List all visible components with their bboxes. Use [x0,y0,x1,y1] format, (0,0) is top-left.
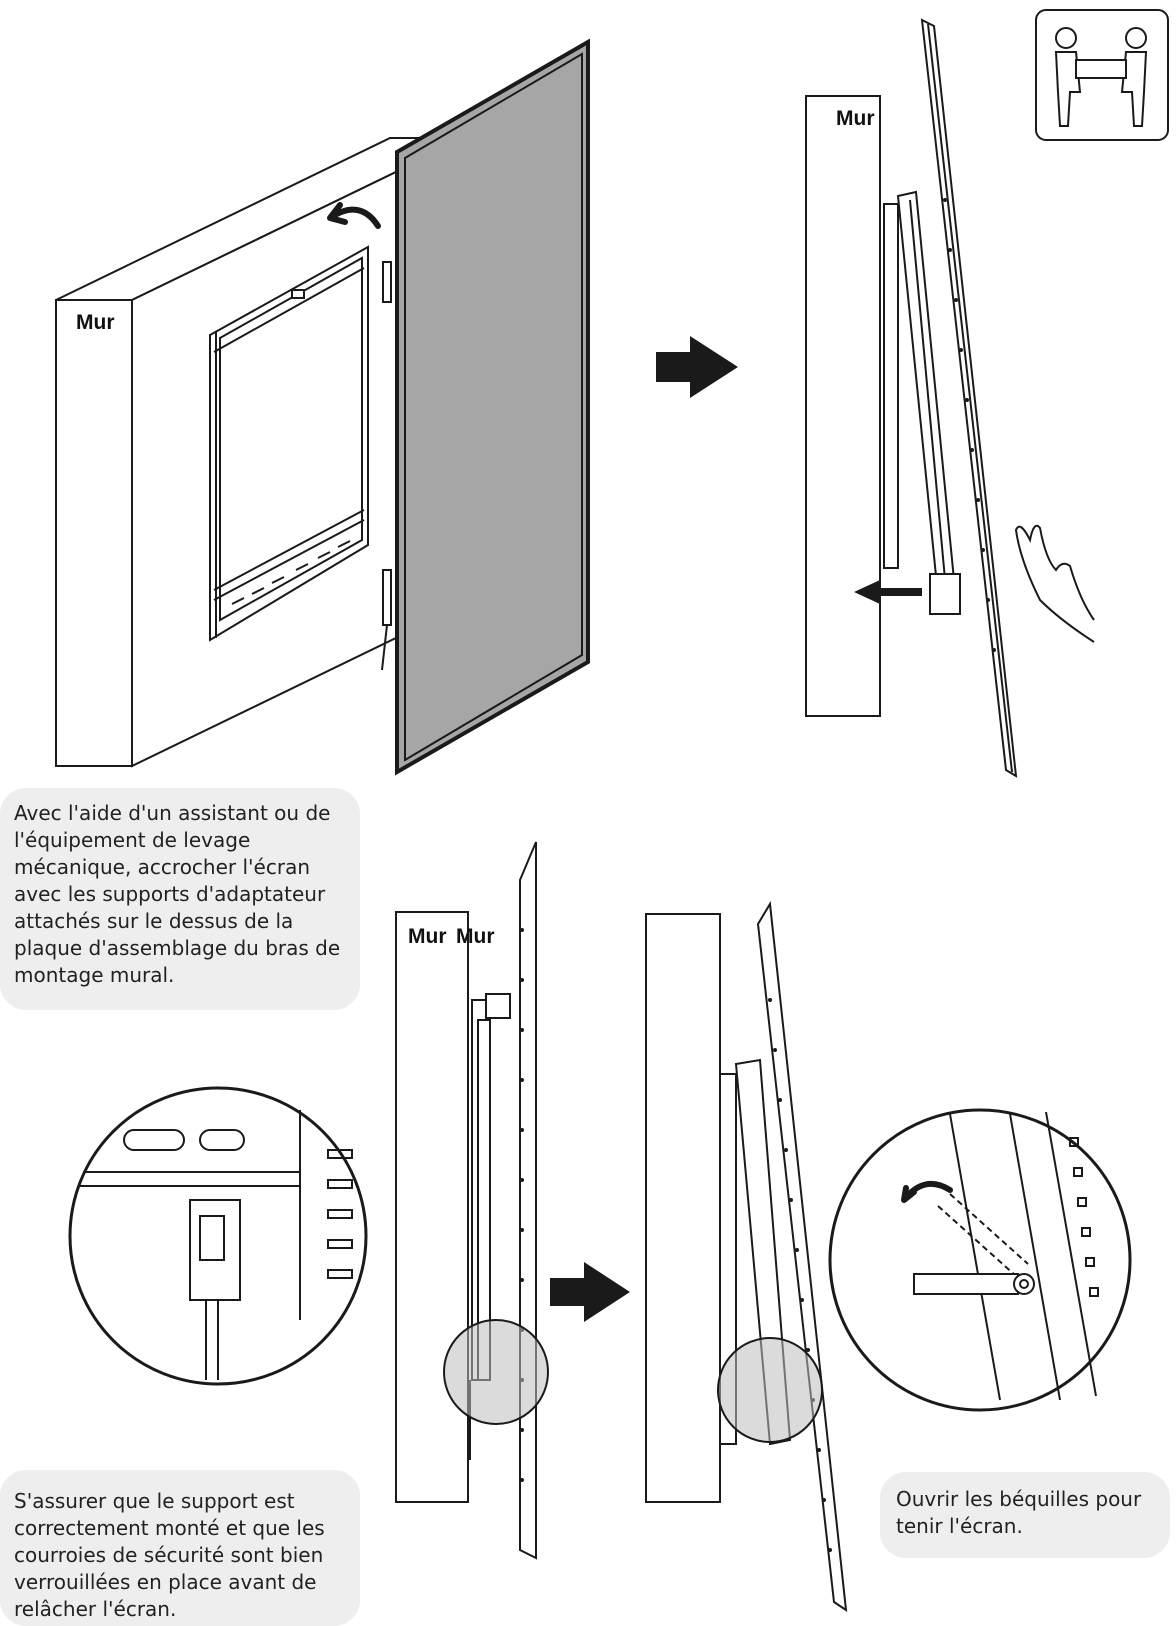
zoom-marker-left [443,1319,549,1425]
screen-panel-3d [395,38,590,776]
screen-holes-left [520,928,524,1482]
wall-label-left-2: Mur [456,925,495,948]
caption-step-2: S'assurer que le support est correctemen… [0,1470,360,1626]
mount-arm-side [883,190,961,615]
caption-step-3: Ouvrir les béquilles pour tenir l'écran. [880,1472,1170,1558]
two-person-lift-icon [1035,9,1169,141]
wall-side-left [395,911,469,1503]
screen-holes-right [943,198,996,652]
wall-label-left: Mur [408,925,447,948]
arrow-right-icon [550,1262,630,1322]
caption-step-1: Avec l'aide d'un assistant ou de l'équip… [0,788,360,1010]
zoom-detail-crutch [828,1108,1132,1412]
wall-side-middle [645,913,721,1503]
arrow-left-icon [854,580,922,604]
screen-side-vertical [519,841,537,1560]
rotate-arrow-icon [901,1180,953,1203]
zoom-detail-strap [68,1086,368,1386]
rotate-arrow-icon [327,202,381,229]
mount-brackets [381,261,392,671]
zoom-marker-middle [717,1337,823,1443]
arrow-right-icon [656,336,738,398]
wall-label-front: Mur [76,311,115,334]
wall-mount-plate [209,245,369,642]
wall-side-right [805,95,881,717]
hand-icon [1014,524,1095,643]
wall-label-right: Mur [836,107,875,130]
